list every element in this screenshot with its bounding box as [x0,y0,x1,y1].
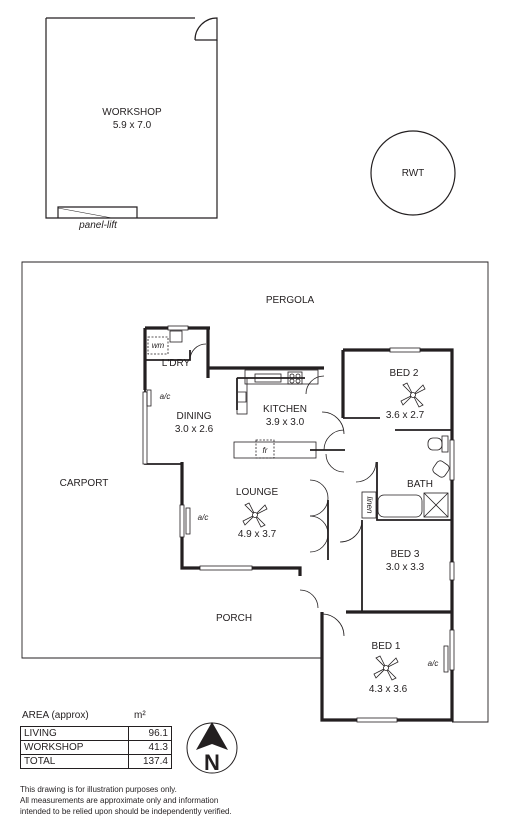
table-row: LIVING 96.1 [20,726,172,741]
porch-label: PORCH [215,613,253,624]
washing-machine-label: wm [151,341,165,350]
ac-dining-label: a/c [159,392,171,401]
workshop-outline [45,17,218,219]
row-value: 137.4 [128,754,172,769]
bed3-name: BED 3 [390,549,420,560]
bath-label: BATH [407,479,433,490]
disclaimer: This drawing is for illustration purpose… [20,784,232,817]
bath-fixtures [361,435,450,519]
bed1-name: BED 1 [371,641,401,652]
rwt-circle [370,130,456,216]
lounge-label: LOUNGE [236,486,278,499]
panel-lift-label: panel-lift [79,220,117,231]
area-table-title: AREA (approx) [22,710,89,721]
dining-name: DINING [176,411,212,422]
row-label: TOTAL [20,754,129,769]
door-swings [299,411,377,637]
bed1-size: 4.3 x 3.6 [368,684,408,695]
laundry-label: L'DRY [161,358,191,369]
kitchen-size: 3.9 x 3.0 [265,417,305,428]
workshop-size: 5.9 x 7.0 [112,120,152,131]
row-label: WORKSHOP [20,740,129,755]
workshop-name: WORKSHOP [102,107,162,118]
site-boundary [21,261,489,723]
disclaimer-line: All measurements are approximate only an… [20,796,219,805]
area-table-unit: m² [134,710,146,721]
disclaimer-line: intended to be relied upon should be ind… [20,807,232,816]
bed3-label: BED 3 3.0 x 3.3 [386,548,424,574]
kitchen-name: KITCHEN [263,404,307,415]
bed3-size: 3.0 x 3.3 [385,562,425,573]
fridge-label: fr [262,446,268,455]
bed2-size: 3.6 x 2.7 [385,410,425,421]
dining-label: DINING 3.0 x 2.6 [175,410,213,436]
row-value: 96.1 [128,726,172,741]
north-compass-icon: N [186,722,238,775]
area-table: AREA (approx) m² LIVING 96.1 WORKSHOP 41… [20,710,172,769]
workshop-label: WORKSHOP 5.9 x 7.0 [102,106,161,132]
row-label: LIVING [20,726,129,741]
rwt-label: RWT [401,168,425,179]
laundry-fixtures [147,330,207,361]
kitchen-fixtures [233,369,325,459]
table-row: WORKSHOP 41.3 [20,740,172,755]
ac-lounge-label: a/c [197,513,209,522]
linen-label: linen [365,496,374,514]
table-row: TOTAL 137.4 [20,754,172,769]
ac-units [146,389,449,673]
house-walls [143,326,454,722]
dining-size: 3.0 x 2.6 [174,424,214,435]
disclaimer-line: This drawing is for illustration purpose… [20,785,177,794]
bed2-name: BED 2 [389,368,419,379]
kitchen-label: KITCHEN 3.9 x 3.0 [263,403,307,429]
lounge-name: LOUNGE [235,487,279,498]
row-value: 41.3 [128,740,172,755]
pergola-label: PERGOLA [265,295,315,306]
carport-label: CARPORT [59,478,109,489]
compass-label: N [204,750,220,775]
windows [142,325,455,723]
ac-bed1-label: a/c [427,659,439,668]
ceiling-fan-icons [242,382,426,681]
lounge-size: 4.9 x 3.7 [237,529,277,540]
